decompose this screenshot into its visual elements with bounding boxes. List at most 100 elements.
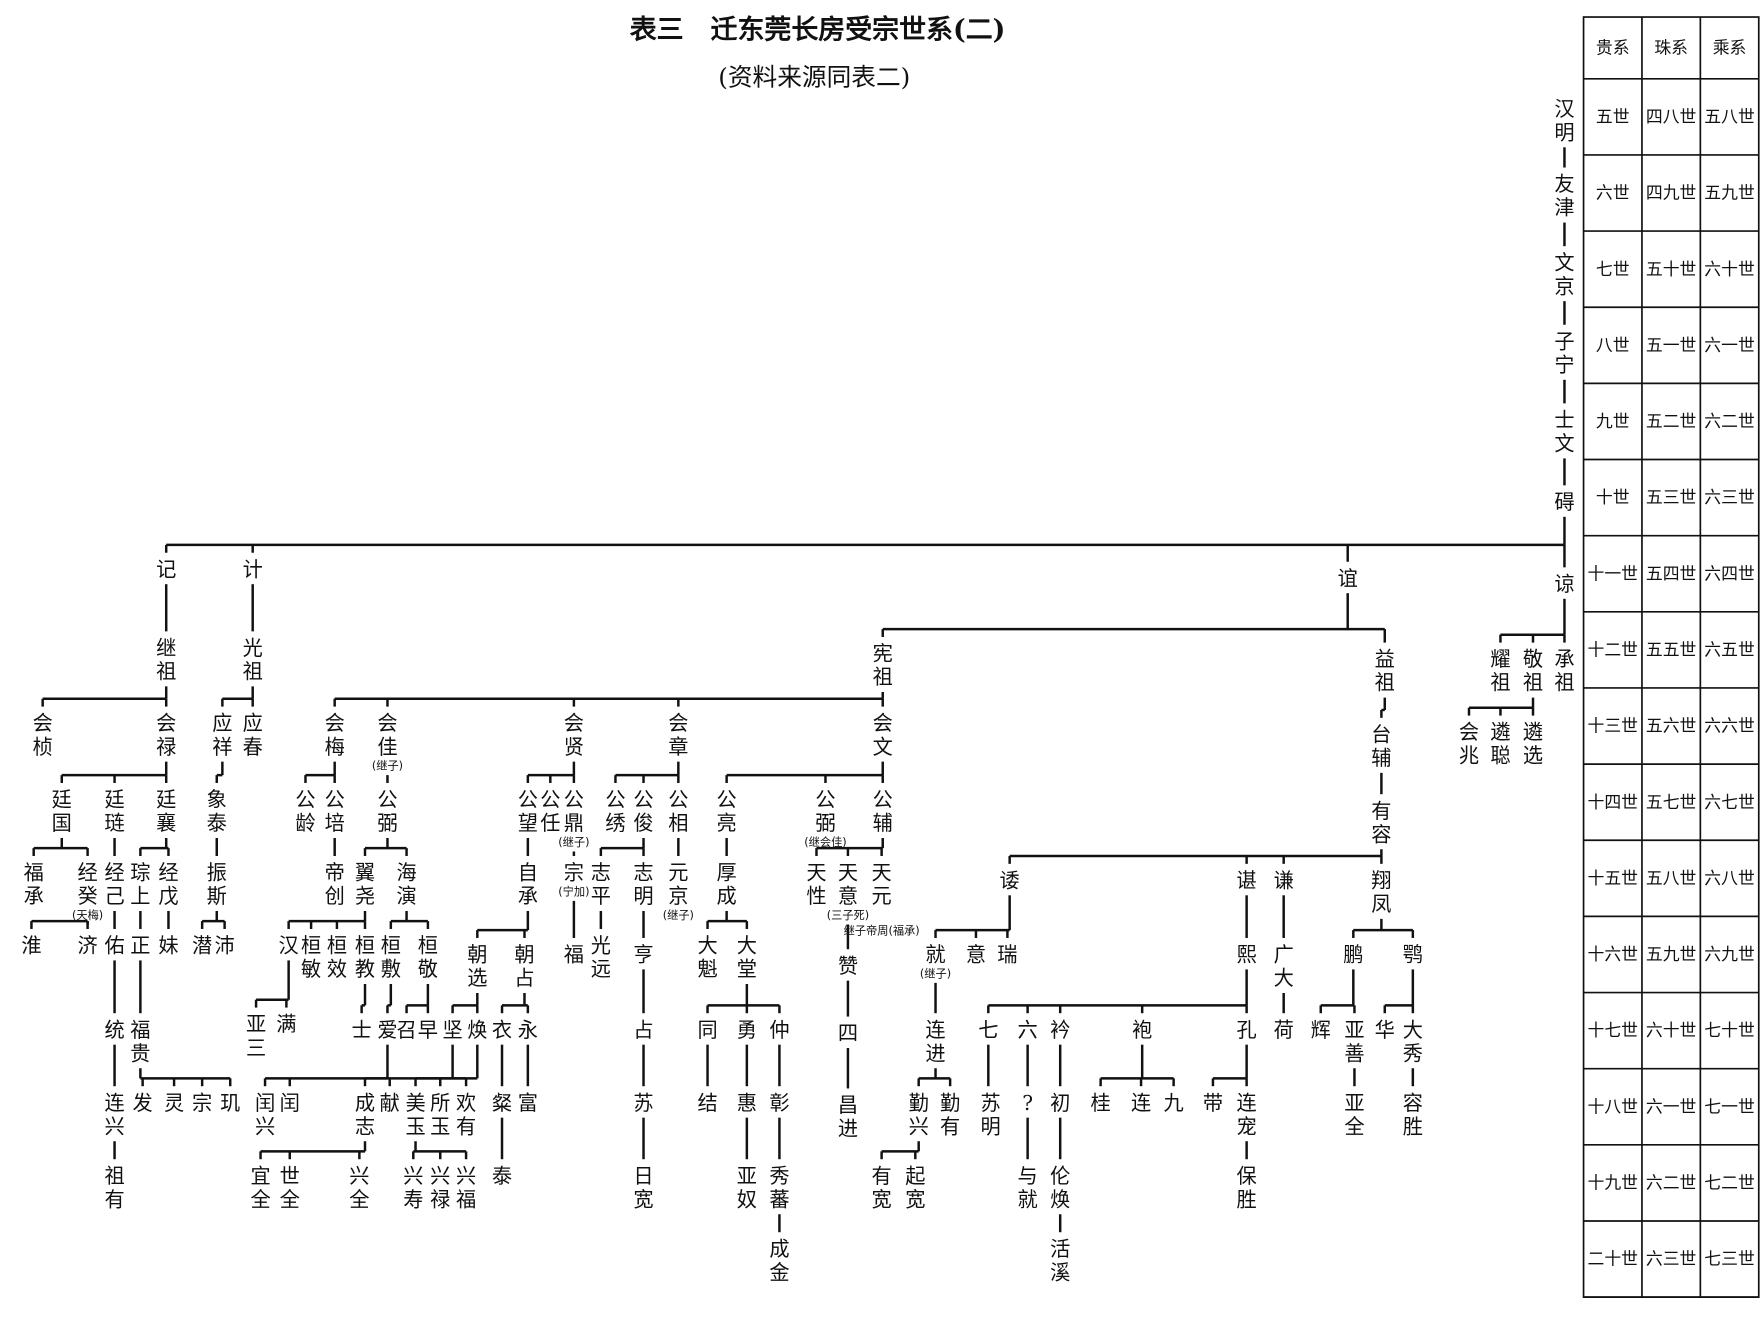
- table-cell: 五八世: [1646, 868, 1696, 888]
- person-name-char: 公: [668, 788, 688, 812]
- person-node: 同: [697, 1018, 717, 1042]
- person-name-char: 斯: [207, 884, 227, 908]
- person-name-char: 辉: [1311, 1018, 1331, 1042]
- person-name-char: 所: [430, 1091, 450, 1115]
- person-name-char: 灵: [164, 1091, 184, 1115]
- person-name-char: 熙: [1237, 943, 1257, 967]
- person-name-char: 宁: [1554, 353, 1574, 377]
- person-node: 桓敷: [381, 934, 401, 982]
- person-node: 自承: [518, 861, 538, 909]
- person-node: 连进: [925, 1018, 945, 1066]
- table-cell: 十一世: [1588, 563, 1638, 583]
- table-cell: 五五世: [1646, 640, 1696, 660]
- person-name-char: 志: [591, 861, 611, 885]
- person-name-char: ?: [1022, 1091, 1033, 1115]
- person-name-char: 选: [1523, 744, 1543, 768]
- person-name-char: 鹗: [1403, 943, 1423, 967]
- person-name-char: 兆: [1459, 744, 1479, 768]
- table-cell: 五八世: [1704, 106, 1754, 126]
- person-node: 富: [518, 1091, 538, 1115]
- person-name-char: 敏: [301, 957, 321, 981]
- person-name-char: 凤: [1371, 892, 1391, 916]
- person-name-char: 俊: [633, 811, 653, 835]
- person-node: 会梅: [325, 711, 345, 759]
- person-name-char: 正: [130, 934, 150, 958]
- person-name-char: 琏: [104, 811, 124, 835]
- person-node: 会佳(继子): [372, 711, 403, 772]
- person-node: 谌: [1237, 868, 1257, 892]
- person-name-char: 碍: [1554, 490, 1574, 514]
- person-name-char: 承: [24, 884, 44, 908]
- person-name-char: 敬: [1523, 647, 1543, 671]
- person-name-char: 起: [905, 1164, 925, 1188]
- person-node: 宗: [192, 1091, 212, 1115]
- person-node: 天意(三子死): [827, 861, 869, 922]
- person-name-char: 闰: [280, 1091, 300, 1115]
- person-name-char: 成: [769, 1237, 789, 1261]
- person-name-char: 欢: [456, 1091, 476, 1115]
- person-name-char: 四: [838, 1021, 858, 1045]
- person-name-char: 经: [77, 861, 97, 885]
- person-name-char: 谌: [1237, 868, 1257, 892]
- person-node: 潜: [192, 934, 212, 958]
- table-header: 珠系: [1654, 38, 1688, 58]
- person-node: 士文: [1554, 408, 1574, 456]
- person-name-char: 朝: [467, 943, 487, 967]
- person-node: 就(继子): [920, 943, 951, 981]
- person-name-char: 活: [1050, 1237, 1070, 1261]
- person-name-char: 祖: [1554, 671, 1574, 695]
- person-name-char: 胜: [1237, 1187, 1257, 1211]
- person-name-char: 大: [1274, 966, 1294, 990]
- person-name-char: 桓: [355, 934, 375, 958]
- person-node: 台辅: [1371, 722, 1391, 770]
- person-node: 亚奴: [737, 1164, 757, 1212]
- person-node: 汉: [279, 934, 299, 958]
- person-name-char: 献: [380, 1091, 400, 1115]
- person-name-char: 会: [873, 711, 893, 735]
- table-cell: 五六世: [1646, 716, 1696, 736]
- person-node: 大秀: [1403, 1018, 1423, 1066]
- person-node: 公培: [325, 788, 345, 836]
- person-name-char: 亮: [717, 811, 737, 835]
- person-name-char: 全: [250, 1187, 270, 1211]
- person-name-char: 祖: [1375, 671, 1395, 695]
- person-name-char: 桢: [33, 735, 53, 759]
- person-name-char: 孔: [1237, 1018, 1257, 1042]
- person-name-char: 经: [158, 861, 178, 885]
- person-node: 会禄: [156, 711, 176, 759]
- person-name-char: 大: [737, 934, 757, 958]
- person-name-char: 秀: [769, 1164, 789, 1188]
- person-name-char: 宽: [633, 1187, 653, 1211]
- person-name-char: 京: [668, 884, 688, 908]
- person-name-char: 培: [325, 811, 345, 835]
- person-name-char: 闰: [255, 1091, 275, 1115]
- person-node: 早: [418, 1018, 438, 1042]
- person-name-char: 祖: [243, 660, 263, 684]
- person-name-char: 意: [966, 943, 986, 967]
- person-node: 光远: [591, 934, 611, 982]
- person-name-char: 会: [668, 711, 688, 735]
- person-name-char: 成: [717, 884, 737, 908]
- person-name-char: 桂: [1091, 1091, 1111, 1115]
- person-name-char: 宽: [905, 1187, 925, 1211]
- person-name-char: 春: [243, 735, 263, 759]
- person-node: 九: [1164, 1091, 1184, 1115]
- table-cell: 七三世: [1704, 1249, 1754, 1269]
- person-node: 桓敬: [418, 934, 438, 982]
- person-node: 廷琏: [104, 788, 124, 836]
- table-cell: 六六世: [1704, 716, 1754, 736]
- person-name-char: 焕: [467, 1018, 487, 1042]
- person-name-char: 士: [1554, 408, 1574, 432]
- person-name-char: 召: [396, 1018, 416, 1042]
- person-name-char: 文: [1554, 432, 1574, 456]
- table-cell: 五九世: [1646, 944, 1696, 964]
- person-name-char: 演: [396, 884, 416, 908]
- table-cell: 十四世: [1588, 792, 1638, 812]
- person-name-char: 全: [1344, 1114, 1364, 1138]
- person-name-char: 容: [1371, 822, 1391, 846]
- person-name-char: 光: [243, 636, 263, 660]
- person-name-char: 世: [280, 1164, 300, 1188]
- person-name-char: 富: [518, 1091, 538, 1115]
- person-name-char: 有: [104, 1187, 124, 1211]
- person-name-char: 友: [1554, 172, 1574, 196]
